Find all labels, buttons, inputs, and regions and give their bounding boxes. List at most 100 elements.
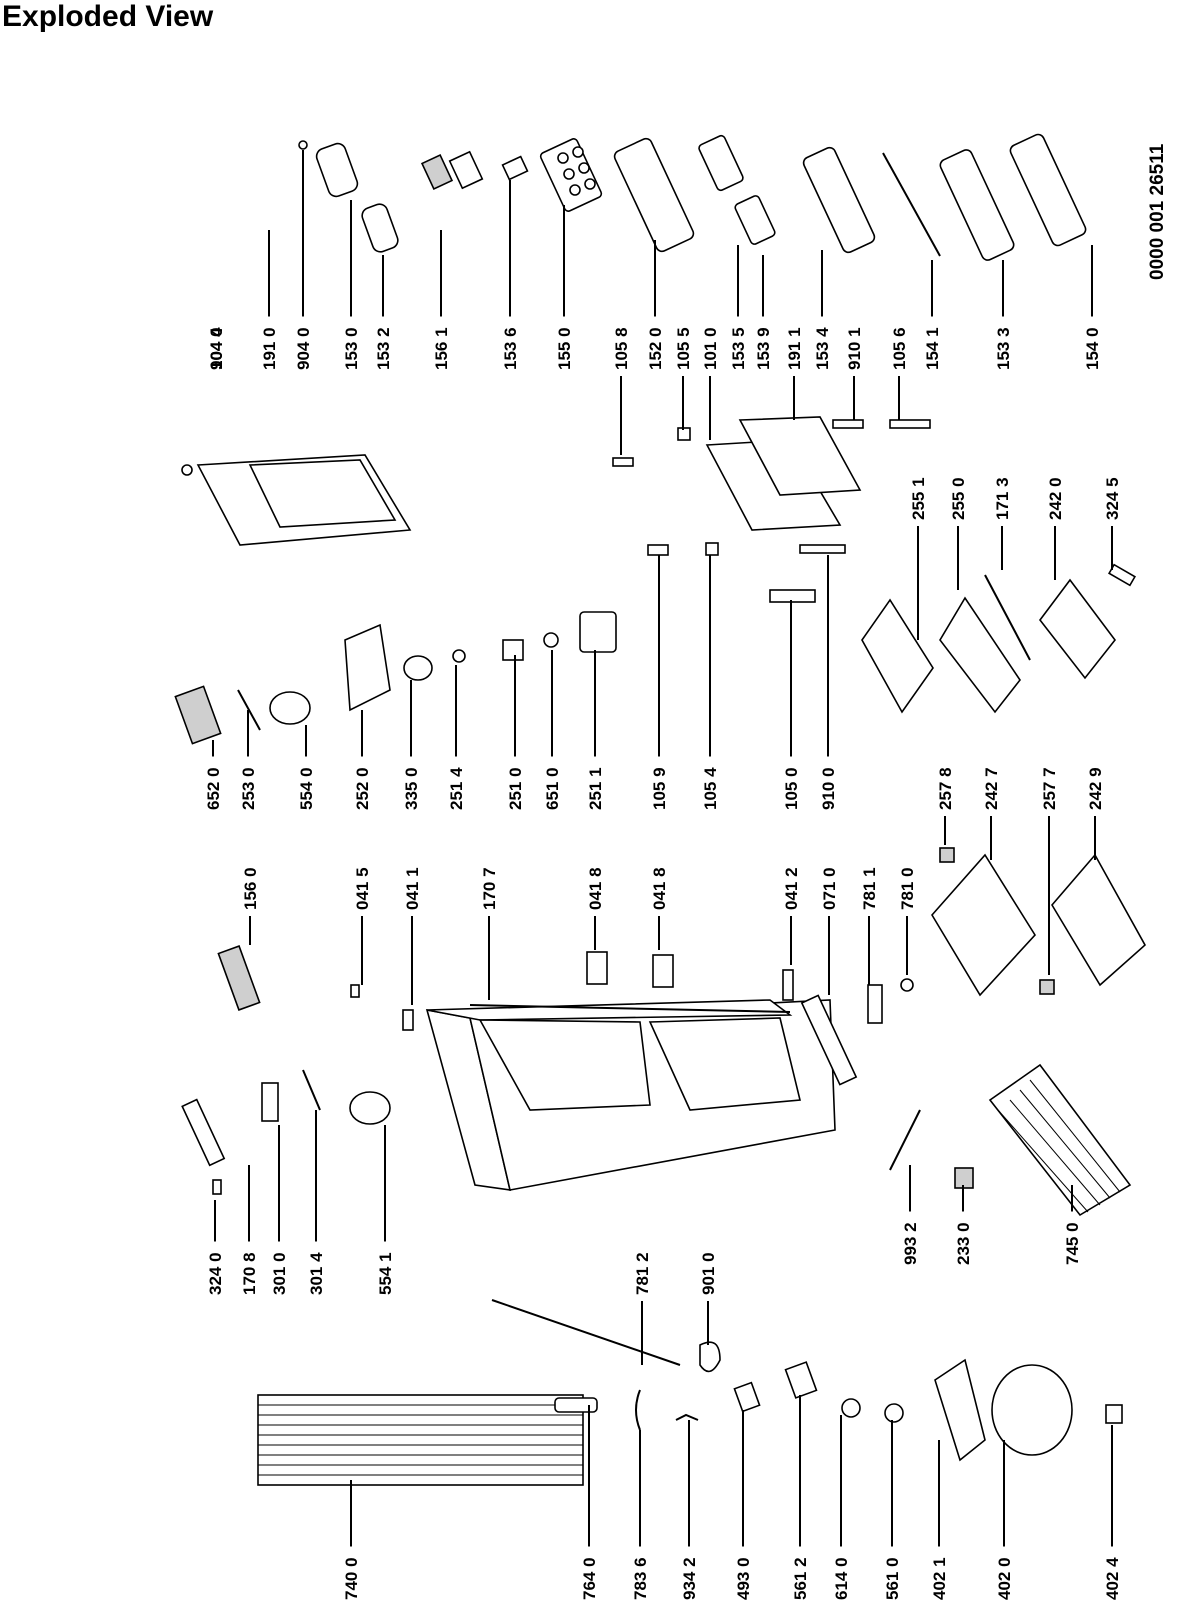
- part-number-label: 041 8: [650, 867, 669, 910]
- leader-lines: [212, 150, 1113, 1547]
- part-number-label: 904 0: [294, 327, 313, 370]
- part-number-label: 171 3: [993, 477, 1012, 520]
- part-number-label: 934 2: [680, 1557, 699, 1600]
- part-number-label: 651 0: [543, 767, 562, 810]
- part-number-label: 783 6: [631, 1557, 650, 1600]
- egg-tray-icon: [539, 138, 603, 212]
- capillary-icon: [635, 1389, 641, 1431]
- part-number-label: 105 0: [782, 767, 801, 810]
- part-number-label: 910 0: [819, 767, 838, 810]
- part-number-label: 153 3: [994, 327, 1013, 370]
- door-panel-icon: [181, 454, 412, 546]
- overload-icon: [841, 1398, 861, 1418]
- left-parts-icon: [181, 945, 391, 1195]
- part-number-label: 153 6: [501, 327, 520, 370]
- part-number-label: 554 1: [376, 1252, 395, 1295]
- part-number-label: 041 8: [586, 867, 605, 910]
- part-number-label: 901 0: [699, 1252, 718, 1295]
- freezer-drawers-icon: [931, 847, 1147, 997]
- part-number-label: 910 1: [845, 327, 864, 370]
- parts-artwork: [174, 133, 1147, 1486]
- part-number-label: 324 5: [1103, 477, 1122, 520]
- part-number-label: 745 0: [1063, 1222, 1082, 1265]
- door-bin-icon: [315, 142, 399, 253]
- part-number-label: 041 2: [782, 867, 801, 910]
- part-number-label: 255 1: [909, 477, 928, 520]
- terminal-cover-icon: [733, 1381, 761, 1413]
- part-number-label: 781 0: [898, 867, 917, 910]
- part-number-label: 251 0: [506, 767, 525, 810]
- drain-icon: [699, 1341, 721, 1373]
- part-number-label: 105 6: [890, 327, 909, 370]
- part-number-label: 155 0: [555, 327, 574, 370]
- small-bin-icon: [734, 195, 776, 245]
- part-number-label: 191 0: [260, 327, 279, 370]
- door-shelf-icon: [802, 146, 876, 254]
- starter-icon: [884, 1403, 904, 1423]
- freezer-door-icon: [612, 416, 931, 531]
- part-number-label: 402 0: [995, 1557, 1014, 1600]
- compressor-base-icon: [934, 1358, 986, 1462]
- vent-icon: [867, 984, 883, 1024]
- document-number: 0000 001 26511: [1147, 143, 1168, 280]
- part-number-label: 156 1: [432, 327, 451, 370]
- part-number-label: 252 0: [353, 767, 372, 810]
- part-number-label: 764 0: [580, 1557, 599, 1600]
- hinge-icon: [402, 1009, 414, 1031]
- part-number-label: 301 4: [307, 1252, 326, 1295]
- part-number-label: 242 9: [1086, 767, 1105, 810]
- door-shelf-icon: [1009, 133, 1087, 247]
- part-number-label: 153 5: [729, 327, 748, 370]
- control-parts-icon: [174, 542, 846, 745]
- plinth-icon: [800, 994, 858, 1086]
- part-number-label: 156 0: [241, 867, 260, 910]
- part-number-label: 781 2: [633, 1252, 652, 1295]
- part-number-label: 652 0: [204, 767, 223, 810]
- hinge-icon: [782, 969, 794, 1001]
- part-number-label: 253 0: [239, 767, 258, 810]
- egg-tray-small-icon: [420, 150, 484, 190]
- part-number-label: 554 0: [297, 767, 316, 810]
- shelf-support-icon: [652, 954, 674, 988]
- part-number-label: 301 0: [270, 1252, 289, 1295]
- part-number-label: 104 0: [207, 327, 226, 370]
- wire-icon: [491, 1299, 681, 1366]
- door-shelf-icon: [613, 137, 695, 253]
- part-number-label: 402 4: [1103, 1557, 1122, 1600]
- part-number-label: 154 0: [1083, 327, 1102, 370]
- part-number-label: 781 1: [860, 867, 879, 910]
- part-number-label: 493 0: [734, 1557, 753, 1600]
- grommet-icon: [1105, 1404, 1123, 1424]
- freezer-shelves-icon: [861, 563, 1136, 714]
- part-number-label: 153 9: [754, 327, 773, 370]
- part-number-label: 324 0: [206, 1252, 225, 1295]
- part-number-label: 170 8: [240, 1252, 259, 1295]
- part-number-label: 191 1: [785, 327, 804, 370]
- part-number-label: 257 8: [936, 767, 955, 810]
- part-number-label: 993 2: [901, 1222, 920, 1265]
- part-number-label: 153 2: [374, 327, 393, 370]
- condenser-coil-icon: [257, 1394, 584, 1486]
- foot-icon: [900, 978, 914, 992]
- part-number-label: 170 7: [480, 867, 499, 910]
- bracket-icon: [350, 984, 360, 998]
- shelf-support-icon: [586, 951, 608, 985]
- part-number-label: 154 1: [923, 327, 942, 370]
- compressor-icon: [991, 1364, 1073, 1456]
- part-number-label: 242 7: [982, 767, 1001, 810]
- clip-icon: [675, 1413, 699, 1421]
- cabinet-icon: [425, 999, 836, 1191]
- filter-drier-icon: [554, 1397, 598, 1413]
- part-number-label: 101 0: [701, 327, 720, 370]
- part-number-label: 041 5: [353, 867, 372, 910]
- part-number-label: 105 8: [612, 327, 631, 370]
- part-number-label: 071 0: [820, 867, 839, 910]
- part-number-label: 105 5: [674, 327, 693, 370]
- part-number-label: 153 4: [813, 327, 832, 370]
- part-number-label: 242 0: [1046, 477, 1065, 520]
- part-number-label: 251 4: [447, 767, 466, 810]
- clip-icon: [501, 155, 529, 181]
- part-number-label: 233 0: [954, 1222, 973, 1265]
